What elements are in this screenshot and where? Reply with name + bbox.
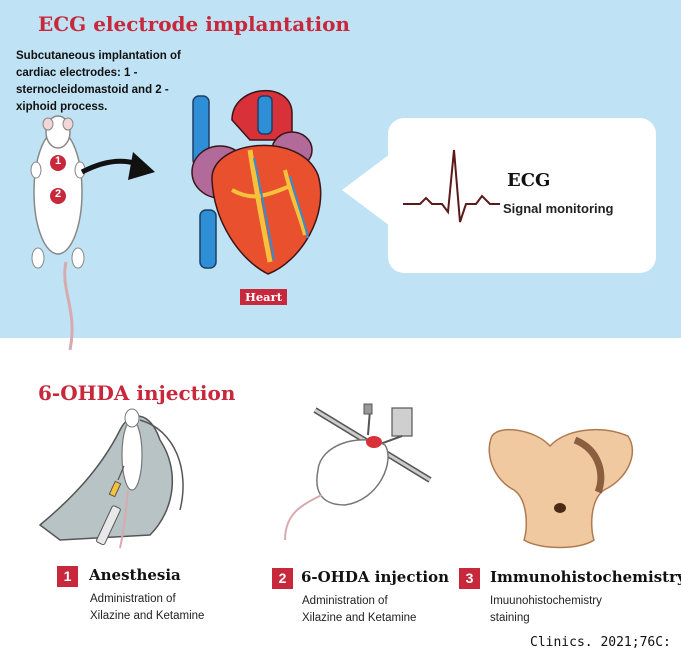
injection-section-title: 6-OHDA injection (38, 381, 236, 405)
stereotaxic-illustration (284, 403, 432, 541)
step-1-title: Anesthesia (89, 566, 181, 584)
step-3-number: 3 (459, 568, 480, 589)
step-1-desc-line1: Administration of (90, 593, 176, 605)
citation-text: Clinics. 2021;76C: (530, 635, 671, 650)
ecg-callout-box (388, 118, 656, 273)
heart-illustration (191, 90, 322, 275)
ecg-waveform-icon (403, 149, 500, 223)
step-3-desc-line1: Imuunohistochemistry (490, 595, 602, 607)
step-3-desc-line2: staining (490, 612, 530, 624)
step-1-number: 1 (57, 566, 78, 587)
electrode-1-marker (50, 155, 66, 171)
electrode-1-label: 1 (54, 155, 62, 167)
step-3-title: Immunohistochemistry (490, 568, 681, 586)
electrode-2-marker (50, 188, 66, 204)
heart-label: Heart (240, 289, 288, 305)
ecg-subtitle: Signal monitoring (503, 201, 614, 216)
brain-section-illustration (488, 428, 634, 549)
ecg-title: ECG (507, 170, 551, 191)
step-2-desc-line2: Xilazine and Ketamine (302, 612, 417, 624)
step-2-number: 2 (272, 568, 293, 589)
mouse-illustration (30, 115, 86, 351)
arrow-icon (80, 152, 155, 180)
callout-pointer (342, 154, 390, 226)
electrode-description: Subcutaneous implantation of cardiac ele… (16, 50, 181, 113)
ecg-section-title: ECG electrode implantation (38, 12, 350, 36)
step-2-desc-line1: Administration of (302, 595, 388, 607)
electrode-2-label: 2 (54, 188, 62, 200)
step-1-desc-line2: Xilazine and Ketamine (90, 610, 205, 622)
anesthesia-illustration (38, 408, 184, 549)
step-2-title: 6-OHDA injection (301, 568, 450, 586)
